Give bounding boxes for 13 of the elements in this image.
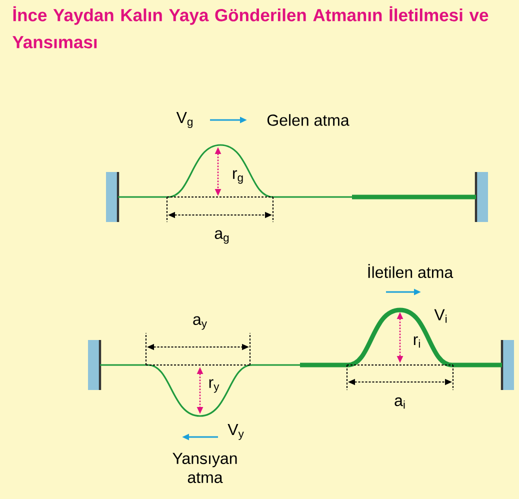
label: V$_{y}$ <box>228 424 244 440</box>
label: a$_{g}$ <box>214 230 229 244</box>
label: r$_{i}$ <box>414 336 420 348</box>
label: V$_{g}$ <box>176 112 192 128</box>
label: a$_{y}$ <box>193 316 207 330</box>
label: V$_{i}$ <box>434 309 447 323</box>
title: İnce Yaydan Kalın Yaya Gönderilen Atmanın İletilmesi ve Yansıması <box>12 6 488 48</box>
label: İletilen atma <box>368 264 454 278</box>
label: r$_{g}$ <box>233 170 243 184</box>
label: a$_{i}$ <box>394 397 405 409</box>
label: Gelen atma <box>267 114 350 126</box>
label: r$_{y}$ <box>209 379 220 393</box>
label: Yansıyan atma <box>172 452 237 484</box>
